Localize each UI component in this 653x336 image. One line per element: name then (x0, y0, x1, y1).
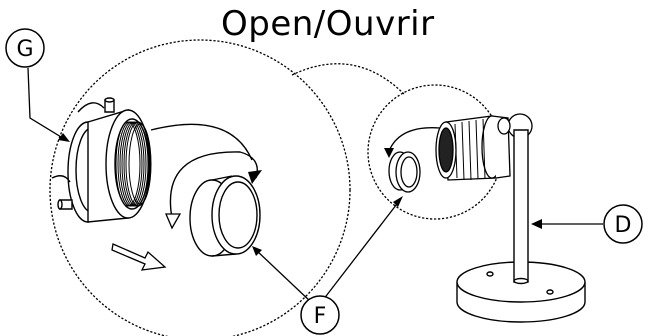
socket-body-large (52, 98, 151, 222)
leader-g-arrowhead (58, 133, 70, 142)
shell-ring-large (190, 176, 260, 256)
socket-threads-small (455, 119, 485, 180)
rotation-arrowhead-small (384, 148, 394, 158)
shell-ring-small (389, 152, 420, 192)
rotation-arrow-small (389, 128, 440, 151)
leader-g (28, 68, 66, 140)
rotation-arrow-large (151, 124, 257, 218)
large-detail-circle (50, 40, 350, 336)
leader-lines (28, 68, 603, 302)
socket-body-small (436, 114, 532, 180)
socket-threads (116, 122, 151, 206)
leader-f-small-arrowhead (393, 196, 403, 207)
callout-d-label: D (615, 213, 632, 238)
leader-f-large (256, 250, 311, 302)
callout-d: D (604, 205, 642, 243)
rotation-arrowhead-2 (166, 214, 180, 228)
leader-f-large-arrowhead (252, 246, 262, 256)
callout-g: G (6, 29, 44, 67)
rotation-arrowhead-1 (248, 170, 262, 184)
callout-g-label: G (16, 37, 33, 62)
pull-direction-arrow (112, 244, 165, 270)
callout-f-label: F (314, 304, 327, 329)
leader-f-small (323, 200, 400, 300)
lamp-stand (457, 130, 585, 322)
connector-arc (292, 64, 405, 95)
leader-d-arrowhead (531, 219, 542, 229)
diagram-title: Open/Ouvrir (221, 4, 435, 44)
callout-f: F (301, 296, 339, 334)
